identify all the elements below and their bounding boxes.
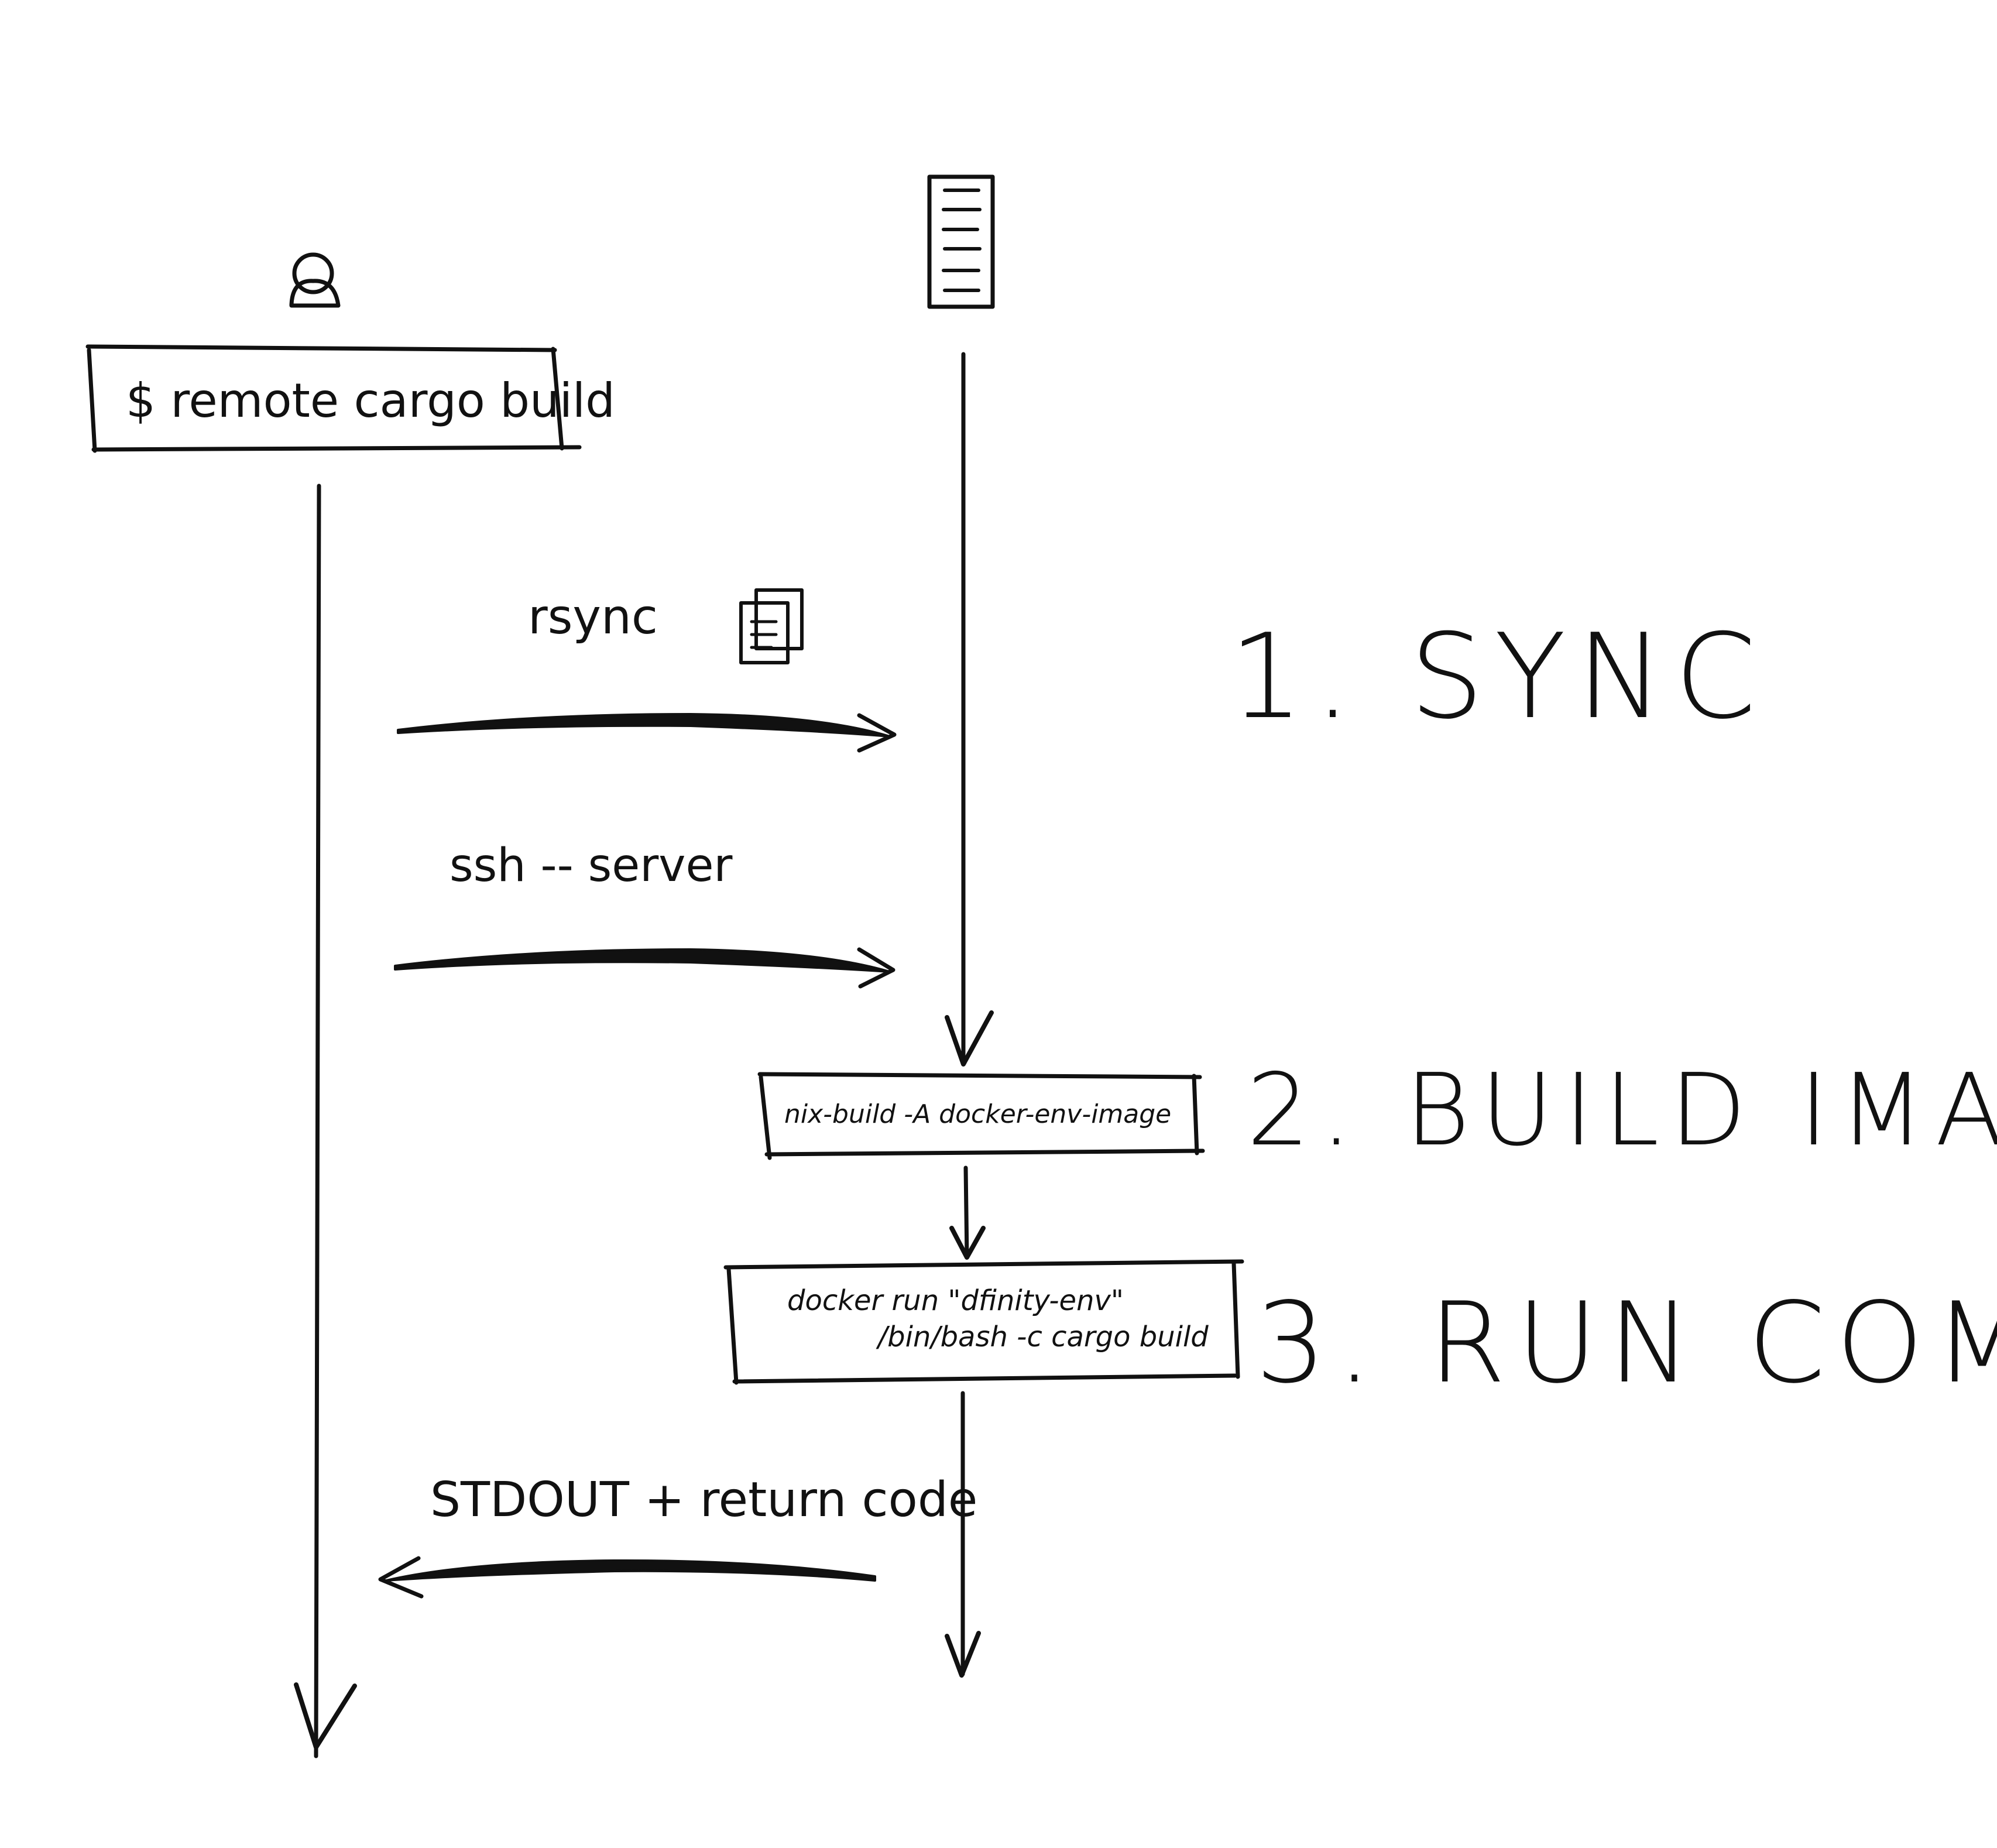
files-icon bbox=[739, 588, 804, 664]
client-lifeline bbox=[294, 484, 357, 1758]
ssh-label: ssh -- server bbox=[450, 839, 733, 892]
ssh-message: ssh -- server bbox=[394, 839, 895, 989]
person-icon bbox=[289, 252, 341, 308]
response-label: STDOUT + return code bbox=[430, 1472, 977, 1528]
nix-build-command: nix-build -A docker-env-image bbox=[784, 1099, 1171, 1129]
server-lifeline bbox=[945, 352, 994, 1678]
server-icon bbox=[927, 174, 995, 309]
nix-build-box: nix-build -A docker-env-image bbox=[757, 1072, 1205, 1160]
rsync-label: rsync bbox=[528, 589, 658, 645]
docker-run-line1: docker run "dfinity-env" bbox=[787, 1284, 1124, 1317]
rsync-message: rsync bbox=[397, 588, 897, 753]
docker-run-box: docker run "dfinity-env" /bin/bash -c ca… bbox=[723, 1259, 1244, 1385]
step-sync: 1. SYNC bbox=[1229, 609, 1767, 745]
docker-run-line2: /bin/bash -c cargo build bbox=[876, 1321, 1209, 1353]
response-message: STDOUT + return code bbox=[378, 1472, 977, 1599]
client-command-box: $ remote cargo build bbox=[85, 344, 615, 453]
client-command-text: $ remote cargo build bbox=[126, 373, 615, 428]
step-build-image: 2. BUILD IMAGE bbox=[1247, 1052, 1997, 1168]
step-run-command: 3. RUN COMMAND bbox=[1255, 1278, 1997, 1408]
